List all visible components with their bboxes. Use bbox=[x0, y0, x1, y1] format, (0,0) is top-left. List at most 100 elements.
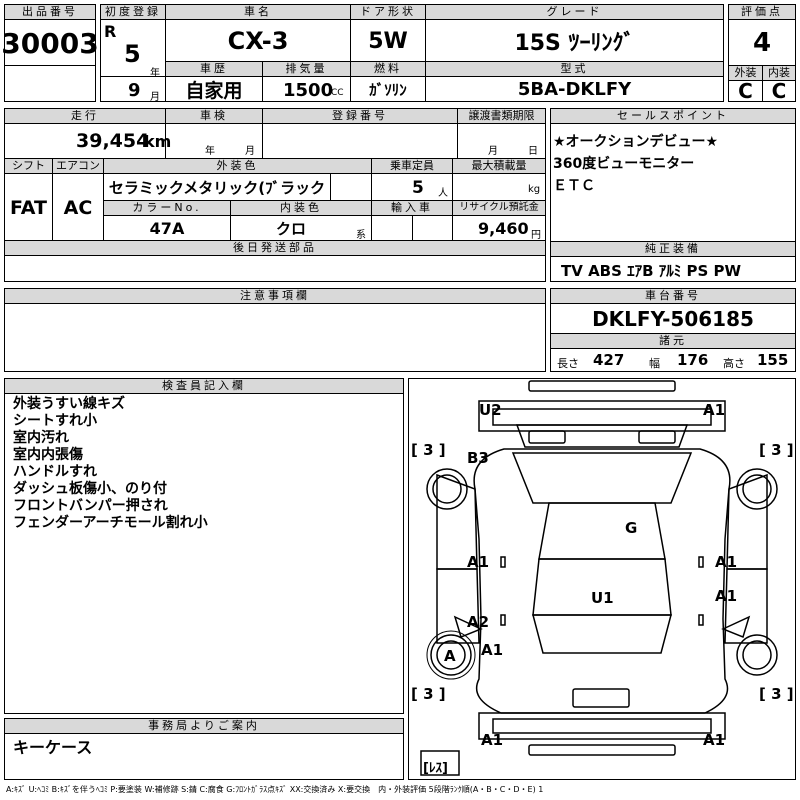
notes-label: 注意事項欄 bbox=[5, 289, 545, 304]
mark-u1: U1 bbox=[591, 589, 614, 607]
inspector-line-6: ダッシュ板傷小、のり付 bbox=[13, 481, 167, 497]
shift-label: シフト bbox=[5, 159, 52, 174]
inspection-label: 車検 bbox=[166, 109, 262, 124]
tire-front-left: [ 3 ] bbox=[411, 685, 446, 703]
length-label: 長さ bbox=[557, 357, 579, 370]
mark-u2: U2 bbox=[479, 401, 502, 419]
displacement: 1500 bbox=[283, 80, 334, 101]
front-right-wheel bbox=[736, 634, 778, 676]
displacement-label: 排気量 bbox=[263, 62, 350, 77]
front-grille bbox=[572, 688, 630, 708]
spare-tire: [ﾚｽ] bbox=[423, 761, 448, 776]
sales-line-2: 360度ビューモニター bbox=[553, 156, 695, 172]
grade: 15S ﾂｰﾘﾝｸﾞ bbox=[514, 31, 635, 56]
left-front-door bbox=[436, 568, 480, 644]
width-label: 幅 bbox=[649, 357, 660, 370]
grade-label: グレード bbox=[426, 5, 723, 20]
mark-a1-left: A1 bbox=[467, 553, 490, 571]
roof-front bbox=[538, 502, 666, 560]
ext-label: 外装 bbox=[729, 66, 762, 81]
interior-color: クロ bbox=[275, 219, 306, 238]
name-label: 車名 bbox=[166, 5, 350, 20]
interior-unit: 系 bbox=[356, 230, 366, 241]
sales-box: セールスポイント ★オークションデビュー★ 360度ビューモニター ＥＴＣ 純正… bbox=[550, 108, 796, 282]
tire-front-right: [ 3 ] bbox=[759, 685, 794, 703]
score: 4 bbox=[752, 28, 772, 58]
mileage-label: 走行 bbox=[5, 109, 165, 124]
damage-circle bbox=[426, 630, 476, 680]
right-mirror bbox=[721, 615, 751, 639]
spare-tire-box bbox=[420, 750, 460, 776]
inspector-line-4: 室内内張傷 bbox=[13, 447, 83, 463]
chassis-number: DKLFY-506185 bbox=[592, 307, 754, 331]
seats-label: 乗車定員 bbox=[372, 159, 452, 174]
model-label: 型式 bbox=[426, 62, 723, 77]
int-label: 内装 bbox=[763, 66, 795, 81]
inspection-month: 月 bbox=[245, 146, 255, 157]
color-label: 外装色 bbox=[104, 159, 371, 174]
left-mirror bbox=[453, 615, 483, 639]
inspector-label: 検査員記入欄 bbox=[5, 379, 403, 394]
interior-label: 内装色 bbox=[231, 201, 371, 216]
inspector-line-7: フロントバンパー押され bbox=[13, 498, 168, 514]
chassis-box: 車台番号 DKLFY-506185 諸元 長さ 427 幅 176 高さ 155 bbox=[550, 288, 796, 372]
rear-left-wheel bbox=[426, 468, 468, 510]
sales-line-1: ★オークションデビュー★ bbox=[553, 134, 719, 150]
legend: A:ｷｽﾞ U:ﾍｺﾐ B:ｷｽﾞを伴うﾍｺﾐ P:要塗装 W:補修跡 S:錆 … bbox=[6, 785, 544, 794]
color-no: 47A bbox=[149, 218, 185, 238]
office-label: 事務局よりご案内 bbox=[5, 719, 403, 734]
mileage-unit: km bbox=[144, 132, 172, 151]
door-shape: 5W bbox=[368, 28, 408, 54]
rear-bumper bbox=[478, 400, 726, 432]
header-frame bbox=[100, 4, 724, 102]
mark-b3: B3 bbox=[467, 449, 489, 467]
transfer-label: 譲渡書類期限 bbox=[458, 109, 545, 124]
seats-unit: 人 bbox=[438, 188, 448, 199]
score-label: 評価点 bbox=[729, 5, 795, 20]
load-label: 最大積載量 bbox=[453, 159, 545, 174]
inspector-line-8: フェンダーアーチモール割れ小 bbox=[13, 515, 208, 531]
tire-rear-right: [ 3 ] bbox=[759, 441, 794, 459]
era: R bbox=[104, 22, 117, 41]
hood bbox=[511, 452, 693, 504]
first-reg-label: 初度登録 bbox=[101, 5, 165, 20]
history-label: 車歴 bbox=[166, 62, 262, 77]
displacement-unit: CC bbox=[331, 88, 344, 98]
import-label: 輸入車 bbox=[372, 201, 452, 216]
sales-line-3: ＥＴＣ bbox=[553, 178, 595, 194]
ac-label: エアコン bbox=[53, 159, 103, 174]
lot-box: 出品番号 30003 bbox=[1, 4, 99, 102]
inspector-box: 検査員記入欄 外装うすい線キズ シートすれ小 室内汚れ 室内内張傷 ハンドルすれ… bbox=[4, 378, 404, 714]
model: 5BA-DKLFY bbox=[517, 78, 632, 100]
mark-g: G bbox=[625, 519, 638, 537]
rear-right-wheel bbox=[736, 468, 778, 510]
spec-label: 諸元 bbox=[551, 334, 795, 349]
chassis-label: 車台番号 bbox=[551, 289, 795, 304]
mileage: 39,454 bbox=[76, 130, 150, 152]
year-unit: 年 bbox=[150, 68, 160, 79]
transfer-month: 月 bbox=[488, 146, 498, 157]
car-diagram: [ 3 ] [ 3 ] [ 3 ] [ 3 ] [ﾚｽ] U2 A1 B3 G … bbox=[408, 378, 796, 780]
height: 155 bbox=[757, 351, 789, 369]
later-parts-label: 後日発送部品 bbox=[5, 241, 545, 256]
reg-month: 9 bbox=[128, 80, 141, 101]
car-name: CX-3 bbox=[227, 27, 289, 55]
office-note: キーケース bbox=[13, 738, 93, 757]
notes-box: 注意事項欄 bbox=[4, 288, 546, 372]
right-front-door bbox=[724, 568, 768, 644]
length: 427 bbox=[593, 351, 625, 369]
shift: FAT bbox=[10, 196, 47, 219]
mark-a1-wheel: A1 bbox=[481, 641, 504, 659]
history: 自家用 bbox=[185, 79, 243, 102]
inspector-line-1: 外装うすい線キズ bbox=[13, 396, 125, 412]
lot-number: 30003 bbox=[1, 26, 99, 60]
reg-year: 5 bbox=[124, 40, 141, 68]
front-left-wheel bbox=[430, 634, 472, 676]
mark-a1-front-right: A1 bbox=[703, 731, 726, 749]
door-label: ドア形状 bbox=[351, 5, 425, 20]
fuel: ｶﾞｿﾘﾝ bbox=[369, 80, 407, 99]
inspector-line-5: ハンドルすれ bbox=[13, 464, 97, 480]
int-grade: C bbox=[771, 79, 787, 103]
score-box: 評価点 4 外装 内装 C C bbox=[728, 4, 796, 103]
car-outline-svg bbox=[420, 380, 778, 776]
